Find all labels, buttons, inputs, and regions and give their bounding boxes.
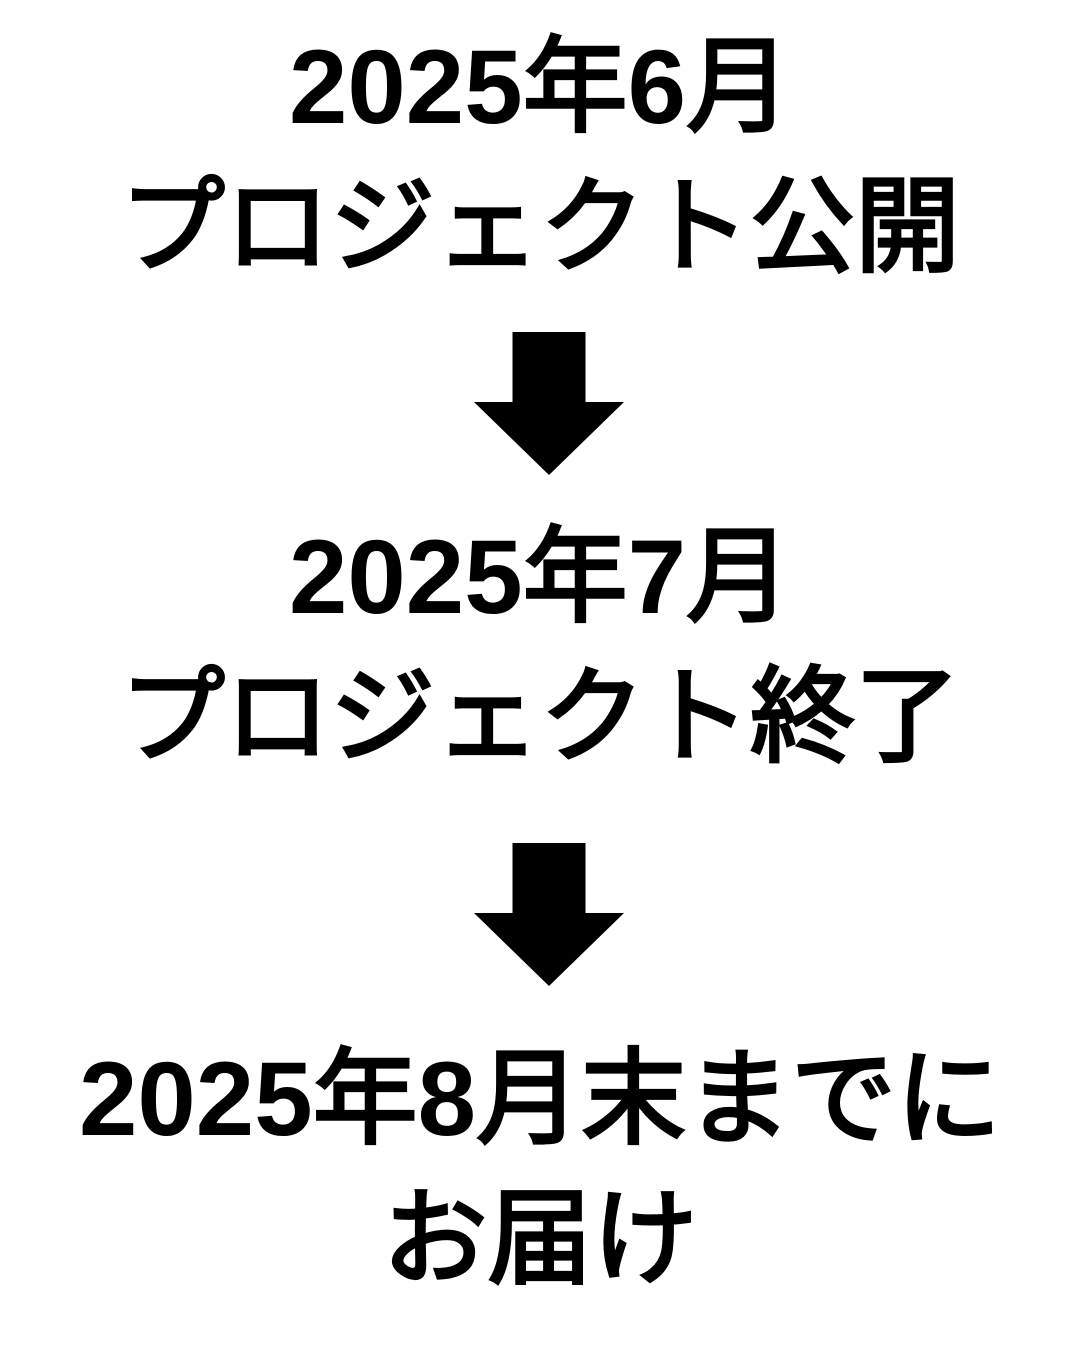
down-arrow-icon bbox=[474, 332, 624, 475]
step-2-label: プロジェクト終了 bbox=[119, 659, 960, 776]
down-arrow-icon bbox=[474, 843, 624, 986]
step-3-date: 2025年8月末までに bbox=[79, 1041, 1001, 1158]
step-2-date: 2025年7月 bbox=[289, 519, 791, 636]
timeline-step-3: 2025年8月末までに お届け bbox=[0, 1030, 1080, 1310]
timeline-step-1: 2025年6月 プロジェクト公開 bbox=[0, 18, 1080, 298]
timeline-step-2: 2025年7月 プロジェクト終了 bbox=[0, 508, 1080, 788]
step-1-date: 2025年6月 bbox=[289, 29, 791, 146]
step-3-label: お届け bbox=[382, 1181, 698, 1298]
step-1-label: プロジェクト公開 bbox=[119, 169, 960, 286]
